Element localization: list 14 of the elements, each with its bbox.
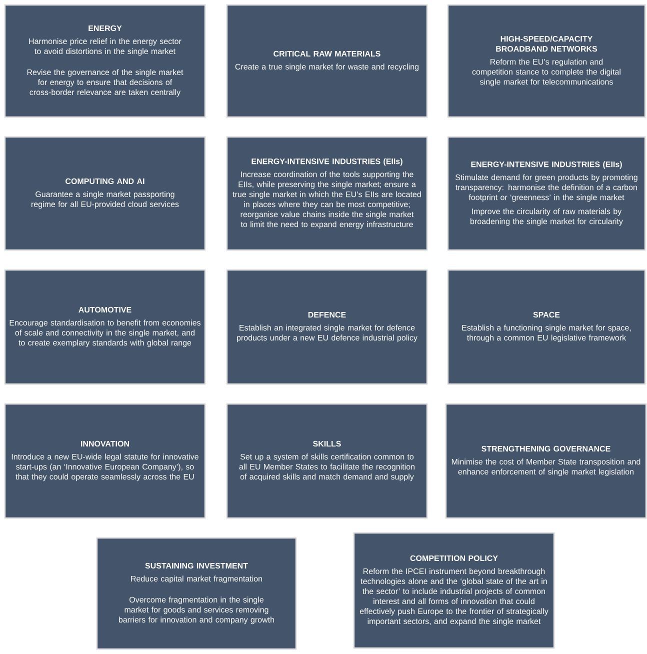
policy-card: ENERGY Harmonise price relief in the energy sector to avoid distortions in the single market Revise the governance of the single market for energy to ensure that decisions of cross-border relevance are taken centrally	[4, 4, 206, 118]
policy-card: CRITICAL RAW MATERIALS Create a true single market for waste and recycling	[226, 4, 428, 118]
policy-card: ENERGY-INTENSIVE INDUSTRIES (EIIs) Stimulate demand for green products by promoting transparency: harmonise the definition of a carbon footprint or ‘greenness’ in the single market Improve the circularity of raw materials by broadening the single market for circularity	[447, 136, 646, 251]
policy-card: SKILLS Set up a system of skills certification common to all EU Member States to facilitate the recognition of acquired skills and match demand and supply	[226, 403, 428, 519]
policy-card: SPACE Establish a functioning single market for space, through a common EU legislative framework	[447, 269, 646, 385]
policy-card: HIGH-SPEED/CAPACITY BROADBAND NETWORKS Reform the EU’s regulation and competition stance to complete the digital single market for telecommunications	[447, 4, 646, 118]
policy-card: AUTOMOTIVE Encourage standardisation to benefit from economies of scale and connectivity in the single market, and to create exemplary standards with global range	[4, 269, 206, 385]
policy-card: DEFENCE Establish an integrated single market for defence products under a new EU defence industrial policy	[226, 269, 428, 385]
policy-card: COMPETITION POLICY Reform the IPCEI instrument beyond breakthrough technologies alone and the ‘global state of the art in the sector’ to include industrial projects of common interest and all forms of innovation that could effectively push Europe to the frontier of strategically important sectors, and expand the single market	[353, 532, 555, 649]
policy-card: SUSTAINING INVESTMENT Reduce capital market fragmentation Overcome fragmentation in the single market for goods and services removing barriers for innovation and company growth	[96, 537, 297, 650]
policy-card: COMPUTING AND AI Guarantee a single market passporting regime for all EU-provided cloud services	[4, 136, 206, 251]
policy-card: INNOVATION Introduce a new EU-wide legal statute for innovative start-ups (an ‘Innovative European Company’), so that they could operate seamlessly across the EU	[4, 403, 206, 519]
policy-card: STRENGTHENING GOVERNANCE Minimise the cost of Member State transposition and enhance enforcement of single market legislation	[445, 403, 647, 519]
policy-card: ENERGY-INTENSIVE INDUSTRIES (EIIs) Increase coordination of the tools supporting the EIIs, while preserving the single market; ensure a true single market in which the EU’s EIIs are located in places where they can be most competitive; reorganise value chains inside the single market to limit the need to expand energy infrastructure	[226, 136, 428, 251]
